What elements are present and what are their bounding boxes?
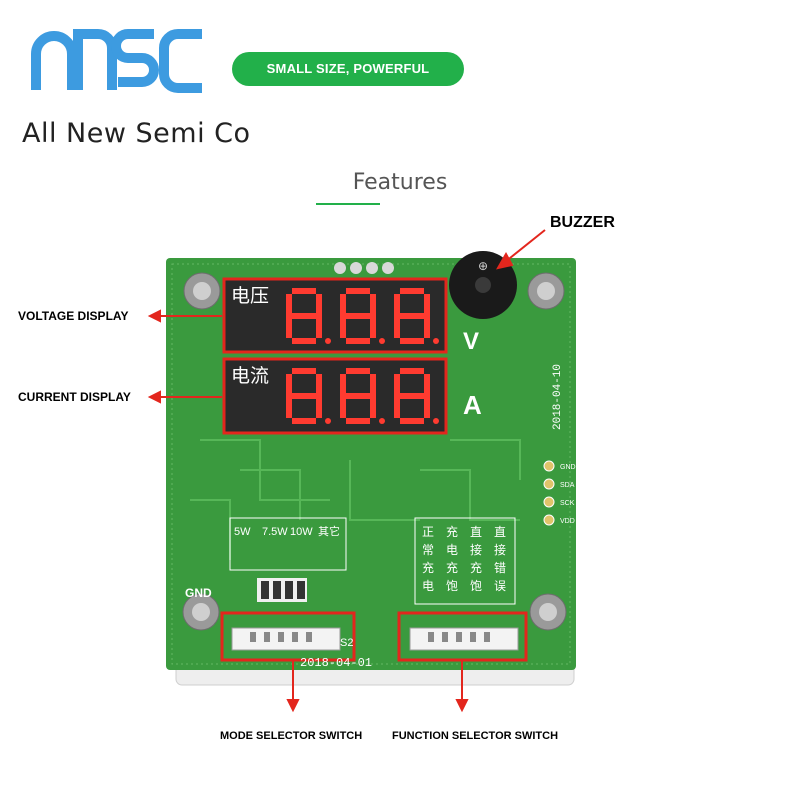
current-unit: A: [463, 390, 482, 420]
mode-option-label: 7.5W: [262, 526, 288, 538]
pin-label: VDD: [560, 518, 575, 525]
current-display-callout: CURRENT DISPLAY: [18, 390, 131, 404]
mode-option-label: 其它: [318, 524, 340, 538]
pin-label: SDA: [560, 482, 575, 489]
section-title: Features: [352, 170, 448, 195]
switch-s2-label: S2: [340, 637, 353, 649]
voltage-display-callout: VOLTAGE DISPLAY: [18, 309, 129, 323]
function-option-label: 正常充电: [422, 525, 434, 593]
mode-option-label: 5W: [234, 526, 251, 538]
buzzer-callout: BUZZER: [550, 214, 615, 231]
title-underline: [316, 203, 380, 205]
board-date-side: 2018-04-10: [552, 364, 564, 430]
mode-selector-callout: MODE SELECTOR SWITCH: [220, 730, 363, 742]
tagline-badge: SMALL SIZE, POWERFUL FEATURES: [232, 52, 464, 110]
function-option-label: 直接错误: [494, 525, 506, 593]
ansc-logo: [28, 24, 208, 96]
function-option-label: 直接充饱: [470, 525, 482, 593]
company-name: All New Semi Co: [22, 118, 251, 149]
voltage-board-label: 电压: [231, 285, 269, 307]
function-selector-callout: FUNCTION SELECTOR SWITCH: [392, 730, 559, 742]
current-board-label: 电流: [231, 365, 269, 387]
gnd-label: GND: [185, 586, 212, 600]
voltage-unit: V: [463, 328, 479, 355]
svg-text:⊕: ⊕: [478, 259, 488, 273]
function-option-label: 充电充饱: [446, 524, 458, 593]
board-date-bottom: 2018-04-01: [300, 656, 372, 670]
mode-option-label: 10W: [290, 526, 313, 538]
pin-label: GND: [560, 464, 576, 471]
pin-label: SCK: [560, 500, 575, 507]
